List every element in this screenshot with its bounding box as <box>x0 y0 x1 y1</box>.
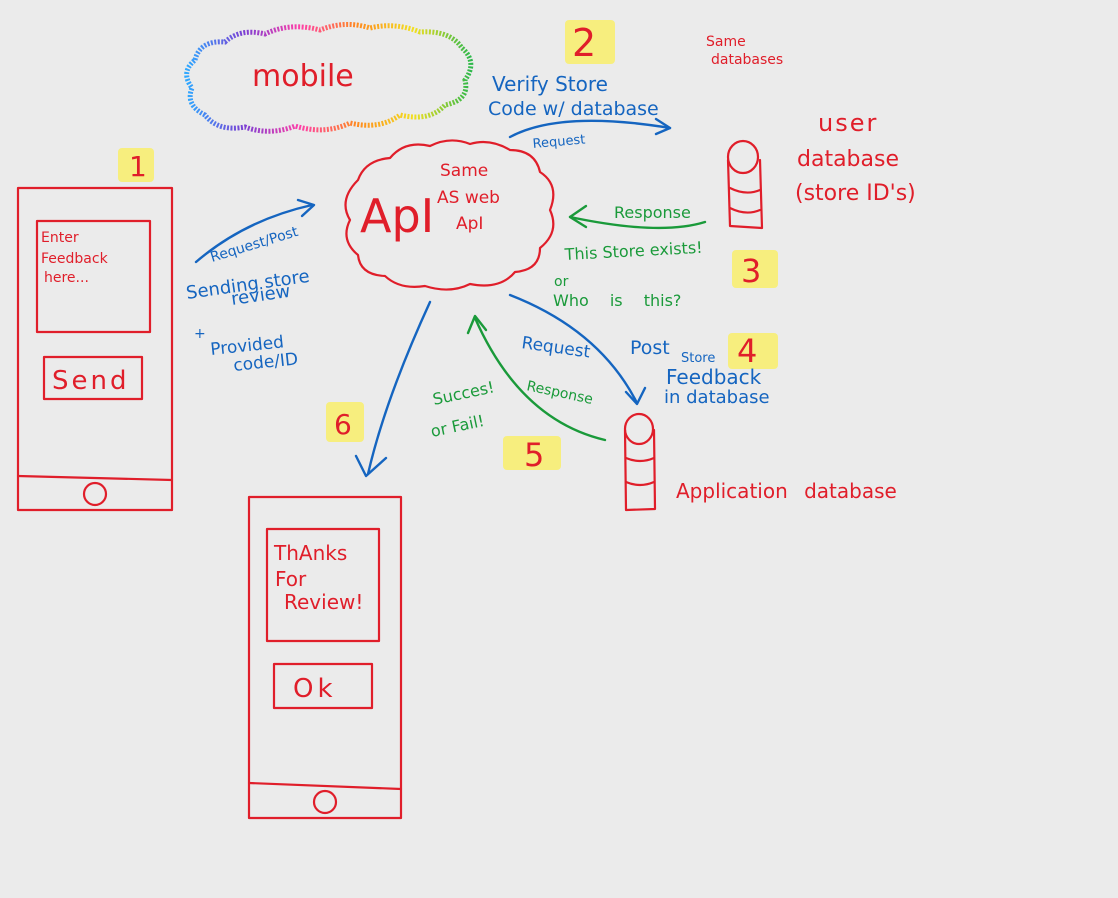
mobile-label: mobile <box>252 59 354 94</box>
user-db-line1: user <box>818 109 878 137</box>
step2-note-line2: Code w/ database <box>488 98 659 120</box>
mobile-cloud: mobile <box>184 22 474 134</box>
step-highlights <box>118 20 778 470</box>
home-button-2[interactable] <box>312 789 338 815</box>
step2-note-line1: Verify Store <box>492 72 608 96</box>
api-label: ApI <box>360 189 434 243</box>
step3-response-label: Response <box>614 203 691 222</box>
step-1-number: 1 <box>129 150 147 183</box>
step4-feedback-label: Feedback <box>666 365 762 389</box>
step1-arrow <box>194 198 316 264</box>
step5-arrow <box>466 314 607 442</box>
step-2-number: 2 <box>572 21 596 65</box>
step2-arrow-label: Request <box>532 132 586 152</box>
step3-or: or <box>554 274 569 290</box>
ok-button-label: Ok <box>293 674 337 704</box>
user-database-icon <box>726 139 764 230</box>
phone-feedback-screen: Enter Feedback here... Send <box>16 186 174 512</box>
api-cloud: ApI Same AS web ApI <box>344 139 555 291</box>
api-note-line2: AS web <box>437 188 500 208</box>
user-db-line3: (store ID's) <box>795 181 916 206</box>
app-db-label: Application database <box>676 479 897 503</box>
thanks-line1: ThAnks <box>273 541 347 565</box>
home-button[interactable] <box>82 481 108 507</box>
feedback-prompt-line1: Enter <box>41 230 79 246</box>
step3-arrow <box>568 204 707 230</box>
step-3-number: 3 <box>741 252 761 290</box>
step4-in-db-label: in database <box>664 387 770 408</box>
step4-post-label: Post <box>630 337 670 359</box>
feedback-prompt-line3: here... <box>44 270 89 286</box>
step4-request-label: Request <box>520 333 591 362</box>
send-button[interactable] <box>42 355 144 401</box>
step6-arrow <box>354 300 432 478</box>
thanks-line3: Review! <box>284 590 363 614</box>
step1-note-plus: + <box>194 326 206 342</box>
step3-who: Who is this? <box>553 291 681 310</box>
api-note-line1: Same <box>440 161 488 181</box>
api-note-line3: ApI <box>456 214 483 234</box>
thanks-line2: For <box>275 567 307 591</box>
step3-exists: This Store exists! <box>563 238 703 264</box>
step4-store-label: Store <box>681 351 715 366</box>
feedback-prompt-line2: Feedback <box>41 251 109 267</box>
step5-fail: or Fail! <box>429 411 486 441</box>
application-database-icon <box>623 412 657 512</box>
step-4-number: 4 <box>737 332 757 370</box>
step-6-number: 6 <box>334 408 352 441</box>
send-button-label: Send <box>52 366 129 396</box>
phone-thanks-screen: ThAnks For Review! Ok <box>247 495 403 820</box>
same-databases-line2: databases <box>711 52 783 68</box>
ok-button[interactable] <box>272 662 374 710</box>
step1-arrow-label: Request/Post <box>208 224 300 266</box>
step-5-number: 5 <box>524 436 544 474</box>
step2-arrow <box>508 117 672 139</box>
user-db-line2: database <box>797 147 899 172</box>
step5-success: Succes! <box>431 377 496 409</box>
same-databases-line1: Same <box>706 34 746 50</box>
step4-arrow <box>508 293 647 406</box>
